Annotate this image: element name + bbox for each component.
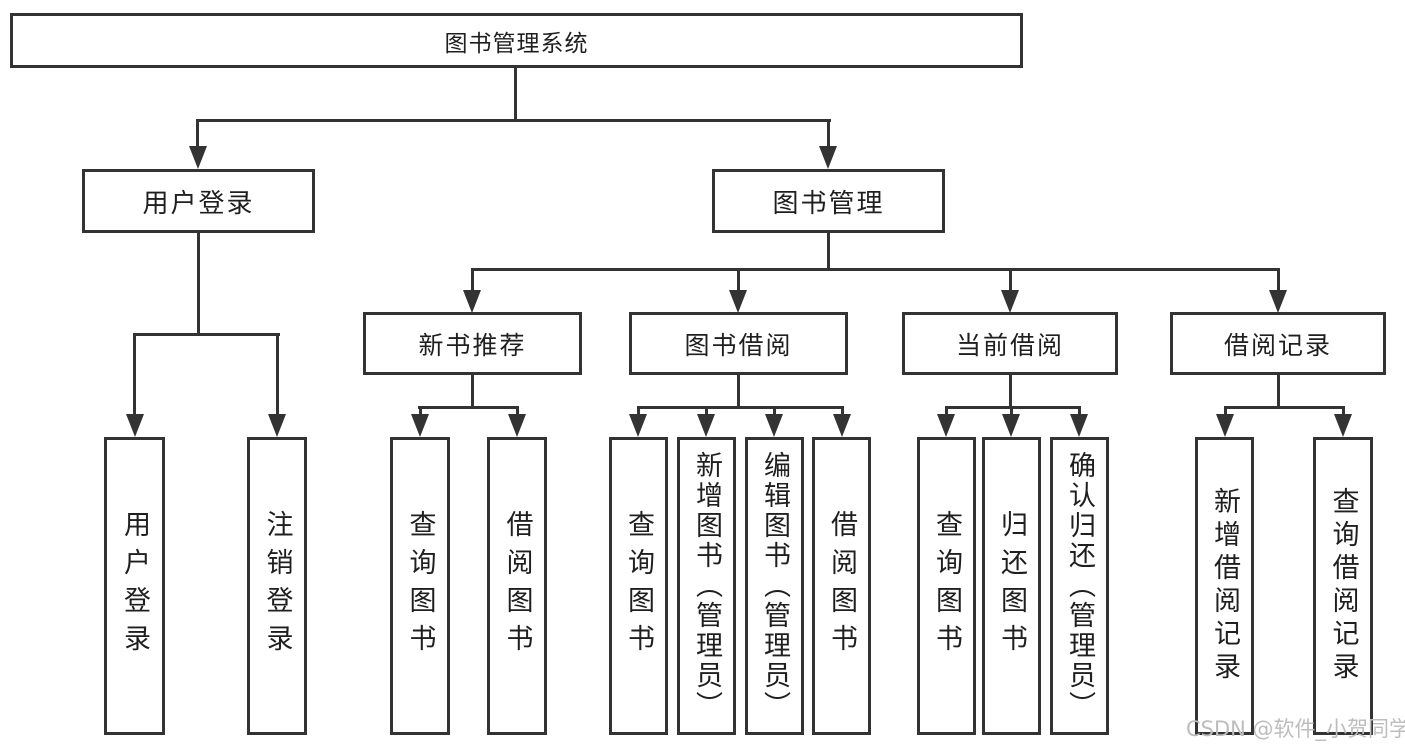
connector-drop-user-login — [196, 119, 199, 151]
connector-rail-level2 — [196, 119, 831, 122]
node-label: 图书借阅 — [684, 330, 793, 360]
leaf-label: 借阅图书 — [826, 510, 857, 662]
node-book-management: 图书管理 — [712, 169, 945, 233]
leaf-query-books-recommend: 查询图书 — [390, 437, 450, 735]
leaf-label: 用户登录 — [119, 510, 150, 662]
leaf-query-books-borrowing: 查询图书 — [609, 437, 668, 735]
connector-drop-g4-1 — [945, 406, 948, 417]
connector-borrowing-records-drop — [1277, 372, 1280, 409]
connector-rail-level3 — [471, 268, 1280, 271]
connector-drop-g3-1 — [637, 406, 640, 417]
node-current-borrowing: 当前借阅 — [902, 312, 1118, 375]
connector-drop-g4-3 — [1078, 406, 1081, 417]
arrowhead-g4-3 — [1070, 414, 1088, 437]
leaf-confirm-return-admin: 确认归还（管理员） — [1050, 437, 1109, 735]
leaf-label: 注销登录 — [261, 510, 293, 662]
connector-drop-new-book — [471, 268, 474, 293]
arrowhead-book-management — [819, 146, 837, 169]
connector-root-drop — [514, 68, 517, 121]
node-user-login: 用户登录 — [82, 169, 315, 233]
connector-drop-g4-2 — [1010, 406, 1013, 417]
arrowhead-leaf-user-login — [126, 414, 144, 437]
node-book-borrowing: 图书借阅 — [629, 312, 848, 375]
connector-drop-leaf-user-login — [133, 333, 136, 417]
connector-drop-book-management — [827, 119, 830, 151]
connector-rail-new-book — [418, 406, 519, 409]
arrowhead-borrowing-records — [1269, 290, 1287, 313]
arrowhead-g5-2 — [1334, 414, 1352, 437]
leaf-label: 新增图书（管理员） — [691, 451, 722, 721]
leaf-label: 查询借阅记录 — [1327, 487, 1359, 685]
arrowhead-g4-1 — [937, 414, 955, 437]
leaf-query-borrow-record: 查询借阅记录 — [1313, 437, 1373, 735]
connector-drop-g2-2 — [516, 406, 519, 417]
connector-drop-book-borrowing — [737, 268, 740, 293]
leaf-label: 编辑图书（管理员） — [759, 451, 790, 721]
connector-book-management-drop — [827, 233, 830, 271]
leaf-label: 查询图书 — [404, 510, 436, 662]
connector-new-book-drop — [471, 375, 474, 409]
leaf-label: 确认归还（管理员） — [1064, 451, 1095, 721]
connector-rail-current-borrowing — [945, 406, 1081, 409]
leaf-label: 查询图书 — [623, 510, 654, 662]
csdn-watermark: CSDN @软件_小贺同学 — [1186, 717, 1405, 741]
connector-drop-current-borrowing — [1009, 268, 1012, 293]
leaf-borrow-books-recommend: 借阅图书 — [487, 437, 547, 735]
connector-current-borrowing-drop — [1009, 375, 1012, 409]
leaf-edit-books-admin: 编辑图书（管理员） — [745, 437, 804, 735]
arrowhead-book-borrowing — [729, 290, 747, 313]
leaf-query-books-current: 查询图书 — [917, 437, 976, 735]
connector-drop-g3-2 — [705, 406, 708, 417]
connector-drop-g5-2 — [1342, 406, 1345, 417]
node-label: 新书推荐 — [418, 330, 527, 360]
connector-drop-g2-1 — [419, 406, 422, 417]
node-borrowing-records: 借阅记录 — [1170, 312, 1386, 375]
leaf-user-login: 用户登录 — [104, 437, 165, 735]
node-label: 图书管理 — [772, 188, 885, 219]
connector-rail-borrowing-records — [1224, 406, 1344, 409]
node-new-book-recommendation: 新书推荐 — [363, 312, 582, 375]
leaf-add-books-admin: 新增图书（管理员） — [677, 437, 736, 735]
leaf-label: 新增借阅记录 — [1209, 487, 1240, 685]
arrowhead-g3-1 — [629, 414, 647, 437]
connector-drop-g5-1 — [1224, 406, 1227, 417]
connector-user-login-drop — [197, 233, 200, 336]
arrowhead-user-login — [189, 146, 207, 169]
arrowhead-current-borrowing — [1001, 290, 1019, 313]
node-label: 借阅记录 — [1223, 330, 1332, 360]
leaf-borrow-books-borrowing: 借阅图书 — [812, 437, 871, 735]
arrowhead-g3-2 — [697, 414, 715, 437]
connector-drop-g3-4 — [841, 406, 844, 417]
connector-rail-book-borrowing — [637, 406, 843, 409]
leaf-label: 归还图书 — [996, 510, 1027, 662]
leaf-logout: 注销登录 — [247, 437, 307, 735]
arrowhead-g5-1 — [1216, 414, 1234, 437]
connector-drop-borrowing-records — [1277, 268, 1280, 293]
connector-rail-user-login — [133, 333, 280, 336]
arrowhead-new-book — [463, 290, 481, 313]
connector-drop-leaf-logout — [276, 333, 279, 417]
node-library-management-system: 图书管理系统 — [10, 13, 1023, 68]
arrowhead-g2-2 — [508, 414, 526, 437]
arrowhead-g2-1 — [411, 414, 429, 437]
node-label: 图书管理系统 — [444, 30, 589, 57]
arrowhead-leaf-logout — [268, 414, 286, 437]
arrowhead-g3-3 — [765, 414, 783, 437]
connector-book-borrowing-drop — [737, 375, 740, 409]
node-label: 用户登录 — [142, 188, 255, 219]
connector-drop-g3-3 — [773, 406, 776, 417]
leaf-add-borrow-record: 新增借阅记录 — [1195, 437, 1254, 735]
leaf-label: 借阅图书 — [501, 510, 533, 662]
arrowhead-g3-4 — [833, 414, 851, 437]
leaf-label: 查询图书 — [931, 510, 962, 662]
arrowhead-g4-2 — [1002, 414, 1020, 437]
node-label: 当前借阅 — [955, 330, 1064, 360]
leaf-return-books: 归还图书 — [982, 437, 1041, 735]
